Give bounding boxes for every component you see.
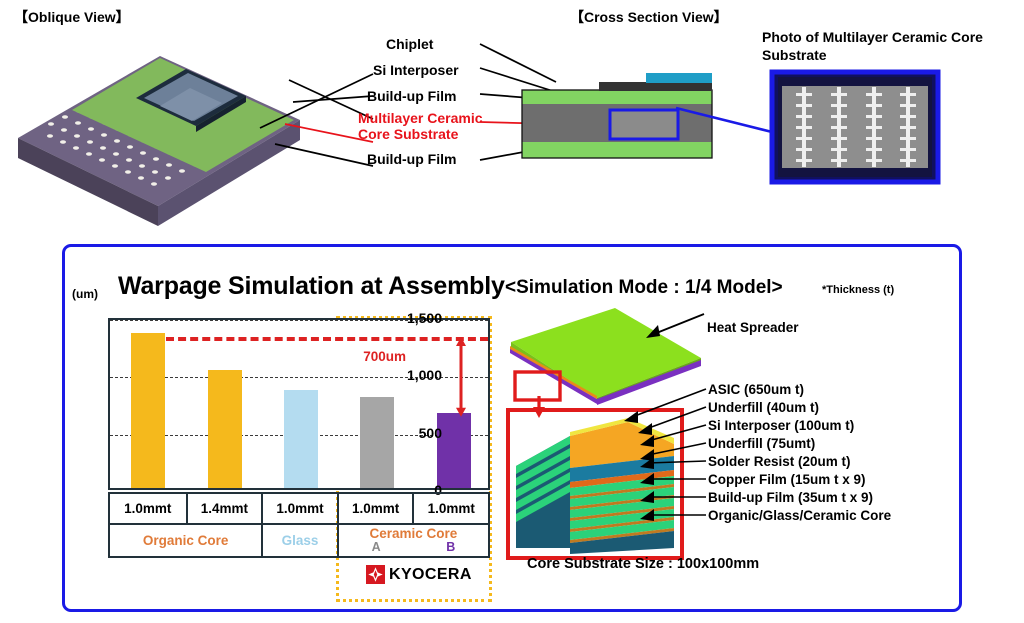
core-block	[570, 531, 674, 554]
layer-label-list: ASIC (650um t) Underfill (40um t) Si Inter…	[708, 382, 891, 526]
layer-label: Underfill (40um t)	[708, 400, 820, 415]
core-group-cell: Glass	[261, 525, 337, 556]
cross-section-view-title: 【Cross Section View】	[570, 9, 728, 25]
layer-label: Underfill (75umt)	[708, 436, 816, 451]
photo-caption: Photo of Multilayer Ceramic Core Substra…	[762, 29, 983, 64]
core-substrate-size-note: Core Substrate Size : 100x100mm	[527, 556, 760, 572]
layer-stack-model	[506, 408, 684, 560]
bar-1	[131, 332, 166, 488]
chiplet-secondary	[160, 88, 222, 121]
gridline	[110, 320, 488, 321]
core-left-face-stripes	[516, 436, 570, 522]
warpage-bar-chart: 700um	[108, 318, 490, 490]
build-up-film-upper	[522, 90, 712, 104]
core-variant-label: A	[371, 540, 381, 555]
bar-4	[360, 396, 395, 488]
callout-si-interposer: Si Interposer	[373, 62, 459, 78]
build-up-film-lower	[522, 142, 712, 158]
simulation-mode-title: <Simulation Mode : 1/4 Model>	[505, 277, 783, 298]
delta-label: 700um	[363, 349, 406, 365]
kyocera-mark-icon	[366, 565, 385, 584]
core-type-label: Organic Core	[142, 532, 229, 548]
thickness-note: *Thickness (t)	[822, 284, 895, 296]
layer-label: Build-up Film (35um t x 9)	[708, 490, 874, 505]
top-diagram-section: 【Oblique View】 【Cross Section View】 Phot…	[0, 0, 1024, 230]
thickness-cell: 1.0mmt	[261, 494, 337, 524]
zoom-region-box	[608, 108, 680, 141]
thickness-cell: 1.0mmt	[336, 494, 413, 524]
label-heat-spreader: Heat Spreader	[707, 320, 799, 335]
core-type-label: Ceramic Core	[369, 526, 458, 542]
layer-leader-lines	[624, 388, 707, 521]
bar-5	[436, 412, 471, 488]
gridline	[110, 377, 488, 379]
layer-label: Organic/Glass/Ceramic Core	[708, 508, 892, 523]
delta-arrow-icon	[455, 337, 466, 417]
callout-chiplet: Chiplet	[386, 36, 434, 52]
layer-label: Copper Film (15um t x 9)	[708, 472, 866, 487]
oblique-package-illustration	[18, 56, 300, 226]
layer-label: Si Interposer (100um t)	[708, 418, 855, 433]
kyocera-wordmark: KYOCERA	[389, 565, 472, 583]
kyocera-logo: KYOCERA	[366, 565, 472, 584]
bar-2	[207, 370, 242, 488]
bar-3	[284, 389, 318, 488]
callout-build-up-film-bottom: Build-up Film	[367, 151, 457, 167]
callout-multilayer-ceramic-line2: Core Substrate	[358, 126, 459, 142]
heat-spreader-arrow-icon	[646, 313, 705, 338]
thickness-cell: 1.4mmt	[185, 494, 262, 524]
core-variant-label: B	[446, 540, 456, 555]
oblique-callout-lines	[259, 73, 374, 167]
ceramic-core-sem-photo	[769, 69, 941, 185]
callout-build-up-film-top: Build-up Film	[367, 88, 457, 104]
layer-label: ASIC (650um t)	[708, 382, 805, 397]
y-axis-unit-label: (um)	[72, 287, 98, 301]
chiplet-side	[196, 96, 246, 132]
thickness-cell: 1.0mmt	[124, 501, 172, 517]
reference-line	[166, 337, 488, 342]
cross-section-illustration	[521, 73, 713, 159]
layer-label: Solder Resist (20um t)	[708, 454, 851, 469]
thickness-cell: 1.0mmt	[412, 494, 488, 524]
chiplet-bar	[599, 82, 712, 91]
chart-title: Warpage Simulation at Assembly	[118, 272, 505, 300]
asic-block	[570, 418, 674, 444]
oblique-view-title: 【Oblique View】	[14, 9, 130, 25]
si-interposer-bar	[646, 73, 712, 83]
core-group-cell: Organic Core	[110, 525, 261, 556]
solder-resist-block	[570, 470, 674, 488]
core-type-label: Glass	[281, 532, 319, 548]
callout-multilayer-ceramic-line1: Multilayer Ceramic	[358, 110, 483, 126]
photo-connector-line	[675, 106, 773, 134]
